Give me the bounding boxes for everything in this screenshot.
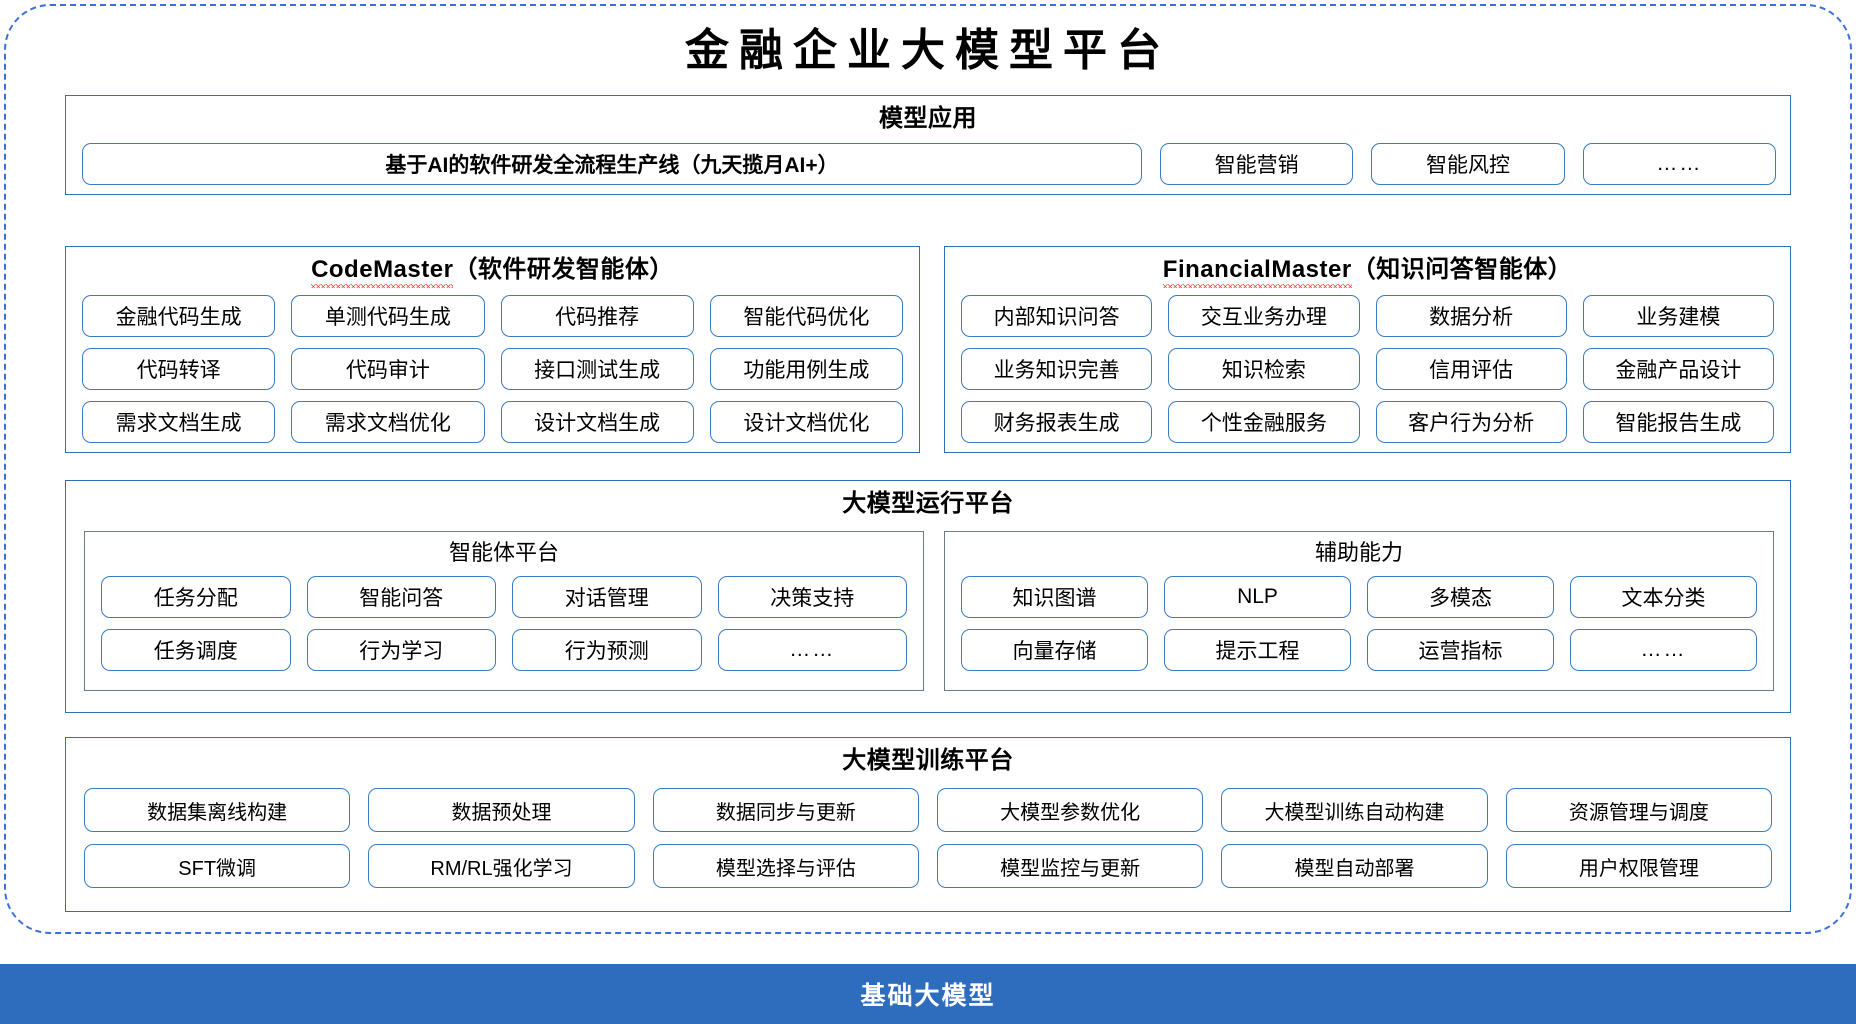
code-master-items: 金融代码生成 单测代码生成 代码推荐 智能代码优化 代码转译 代码审计 接口测试… (82, 295, 903, 443)
base-model-bar: 基础大模型 (0, 964, 1856, 1024)
codemaster-item-3[interactable]: 智能代码优化 (709, 295, 903, 337)
training-item-0[interactable]: 数据集离线构建 (84, 788, 351, 832)
financial-master-subtitle: （知识问答智能体） (1351, 256, 1573, 283)
codemaster-item-4[interactable]: 代码转译 (82, 348, 276, 390)
agentplat-item-0[interactable]: 任务分配 (101, 576, 291, 618)
code-master-subtitle: （软件研发智能体） (453, 256, 674, 283)
auxiliary-item-6[interactable]: 运营指标 (1367, 629, 1554, 671)
outer-dashed-frame (4, 4, 1852, 934)
agentplat-item-6[interactable]: 行为预测 (512, 629, 702, 671)
codemaster-item-11[interactable]: 设计文档优化 (709, 401, 903, 443)
agentplat-item-4[interactable]: 任务调度 (101, 629, 291, 671)
section-title-runtime-platform: 大模型运行平台 (842, 490, 1014, 517)
page-title: 金融企业大模型平台 (685, 25, 1171, 76)
codemaster-item-1[interactable]: 单测代码生成 (291, 295, 485, 337)
codemaster-item-10[interactable]: 设计文档生成 (500, 401, 694, 443)
auxiliary-item-3[interactable]: 文本分类 (1570, 576, 1757, 618)
training-platform-items: 数据集离线构建 数据预处理 数据同步与更新 大模型参数优化 大模型训练自动构建 … (84, 788, 1772, 888)
financialmaster-item-7[interactable]: 金融产品设计 (1582, 348, 1774, 390)
codemaster-item-8[interactable]: 需求文档生成 (82, 401, 276, 443)
agentplat-item-more[interactable]: …… (717, 629, 907, 671)
agentplat-item-5[interactable]: 行为学习 (306, 629, 496, 671)
section-title-financial-master: FinancialMaster（知识问答智能体） (945, 255, 1790, 288)
training-item-5[interactable]: 资源管理与调度 (1505, 788, 1772, 832)
training-item-11[interactable]: 用户权限管理 (1505, 844, 1772, 888)
financialmaster-item-10[interactable]: 客户行为分析 (1375, 401, 1567, 443)
financialmaster-item-6[interactable]: 信用评估 (1375, 348, 1567, 390)
subsection-title-agent-platform: 智能体平台 (448, 540, 559, 565)
training-item-10[interactable]: 模型自动部署 (1221, 844, 1488, 888)
agentplat-item-1[interactable]: 智能问答 (306, 576, 496, 618)
training-item-3[interactable]: 大模型参数优化 (937, 788, 1204, 832)
code-master-name: CodeMaster (311, 256, 454, 288)
training-item-6[interactable]: SFT微调 (84, 844, 351, 888)
app-item-ai-pipeline[interactable]: 基于AI的软件研发全流程生产线（九天揽月AI+） (82, 143, 1142, 185)
financialmaster-item-5[interactable]: 知识检索 (1168, 348, 1360, 390)
financialmaster-item-11[interactable]: 智能报告生成 (1582, 401, 1774, 443)
codemaster-item-9[interactable]: 需求文档优化 (291, 401, 485, 443)
auxiliary-item-0[interactable]: 知识图谱 (961, 576, 1148, 618)
financialmaster-item-2[interactable]: 数据分析 (1375, 295, 1567, 337)
agentplat-item-2[interactable]: 对话管理 (512, 576, 702, 618)
auxiliary-item-4[interactable]: 向量存储 (961, 629, 1148, 671)
auxiliary-item-5[interactable]: 提示工程 (1164, 629, 1351, 671)
auxiliary-item-2[interactable]: 多模态 (1367, 576, 1554, 618)
section-code-master: CodeMaster（软件研发智能体） 金融代码生成 单测代码生成 代码推荐 智… (65, 246, 920, 453)
codemaster-item-0[interactable]: 金融代码生成 (82, 295, 276, 337)
app-item-more[interactable]: …… (1582, 143, 1776, 185)
financial-master-items: 内部知识问答 交互业务办理 数据分析 业务建模 业务知识完善 知识检索 信用评估… (961, 295, 1774, 443)
financialmaster-item-0[interactable]: 内部知识问答 (961, 295, 1153, 337)
financialmaster-item-9[interactable]: 个性金融服务 (1168, 401, 1360, 443)
section-title-code-master: CodeMaster（软件研发智能体） (66, 255, 919, 288)
financial-master-name: FinancialMaster (1162, 256, 1352, 288)
training-item-1[interactable]: 数据预处理 (368, 788, 635, 832)
model-application-items: 基于AI的软件研发全流程生产线（九天揽月AI+） 智能营销 智能风控 …… (82, 143, 1776, 185)
section-title-training-platform: 大模型训练平台 (842, 747, 1014, 774)
subsection-auxiliary-capability: 辅助能力 知识图谱 NLP 多模态 文本分类 向量存储 提示工程 运营指标 …… (944, 531, 1774, 691)
auxiliary-item-1[interactable]: NLP (1164, 576, 1351, 618)
codemaster-item-6[interactable]: 接口测试生成 (500, 348, 694, 390)
codemaster-item-5[interactable]: 代码审计 (291, 348, 485, 390)
auxiliary-items: 知识图谱 NLP 多模态 文本分类 向量存储 提示工程 运营指标 …… (961, 576, 1757, 671)
training-item-7[interactable]: RM/RL强化学习 (368, 844, 635, 888)
subsection-title-auxiliary-capability: 辅助能力 (1314, 540, 1403, 565)
subsection-agent-platform: 智能体平台 任务分配 智能问答 对话管理 决策支持 任务调度 行为学习 行为预测… (84, 531, 924, 691)
training-item-2[interactable]: 数据同步与更新 (652, 788, 919, 832)
section-financial-master: FinancialMaster（知识问答智能体） 内部知识问答 交互业务办理 数… (944, 246, 1791, 453)
financialmaster-item-3[interactable]: 业务建模 (1582, 295, 1774, 337)
agentplat-item-3[interactable]: 决策支持 (717, 576, 907, 618)
section-title-model-application: 模型应用 (879, 105, 977, 132)
training-item-8[interactable]: 模型选择与评估 (652, 844, 919, 888)
agent-platform-items: 任务分配 智能问答 对话管理 决策支持 任务调度 行为学习 行为预测 …… (101, 576, 907, 671)
financialmaster-item-4[interactable]: 业务知识完善 (961, 348, 1153, 390)
base-model-label: 基础大模型 (860, 982, 996, 1010)
financialmaster-item-8[interactable]: 财务报表生成 (961, 401, 1153, 443)
codemaster-item-2[interactable]: 代码推荐 (500, 295, 694, 337)
app-item-smart-risk-control[interactable]: 智能风控 (1371, 143, 1565, 185)
section-runtime-platform: 大模型运行平台 智能体平台 任务分配 智能问答 对话管理 决策支持 任务调度 行… (65, 480, 1791, 713)
auxiliary-item-more[interactable]: …… (1570, 629, 1757, 671)
app-item-smart-marketing[interactable]: 智能营销 (1160, 143, 1354, 185)
section-model-application: 模型应用 基于AI的软件研发全流程生产线（九天揽月AI+） 智能营销 智能风控 … (65, 95, 1791, 195)
training-item-4[interactable]: 大模型训练自动构建 (1221, 788, 1488, 832)
section-training-platform: 大模型训练平台 数据集离线构建 数据预处理 数据同步与更新 大模型参数优化 大模… (65, 737, 1791, 912)
financialmaster-item-1[interactable]: 交互业务办理 (1168, 295, 1360, 337)
training-item-9[interactable]: 模型监控与更新 (937, 844, 1204, 888)
codemaster-item-7[interactable]: 功能用例生成 (709, 348, 903, 390)
